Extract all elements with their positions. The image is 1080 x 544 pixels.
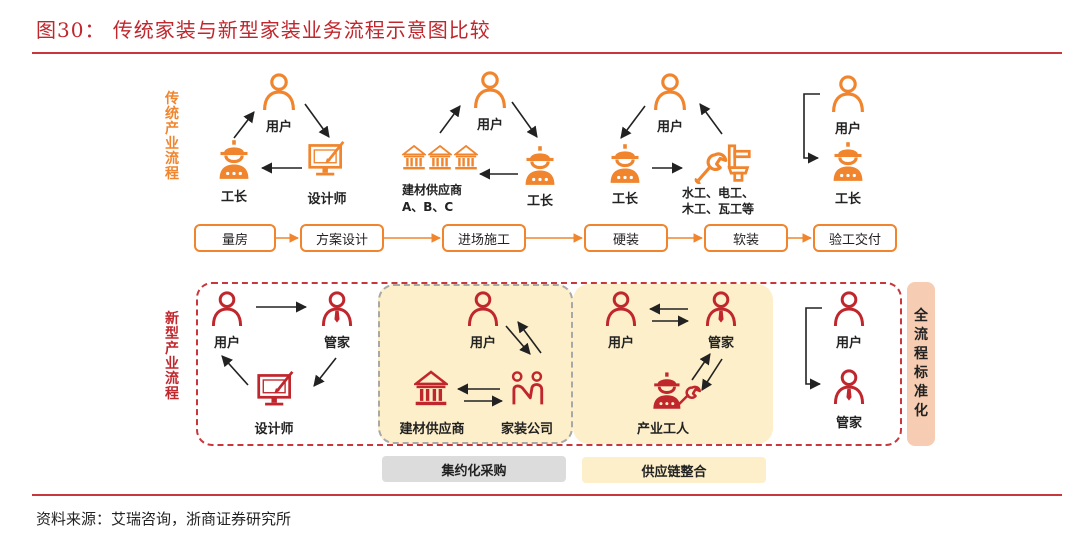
label-char: 准 xyxy=(914,384,928,400)
flow-arrow xyxy=(699,103,723,135)
label-char: 新 xyxy=(165,311,179,327)
supply-chain-integration-tag: 供应链整合 xyxy=(582,457,766,483)
node-label: 管家 xyxy=(707,336,734,351)
full-process-standardization-label: 全 流 程 标 准 化 xyxy=(907,282,935,446)
step-box: 硬装 xyxy=(584,224,668,252)
flow-arrow xyxy=(304,103,330,138)
node-label: 工长 xyxy=(611,192,638,207)
flow-arrow xyxy=(803,93,820,164)
flow-arrow xyxy=(505,325,531,355)
step-box: 软装 xyxy=(704,224,788,252)
label-char: 流 xyxy=(165,151,179,167)
modern-flow-container xyxy=(196,282,902,446)
label-char: 化 xyxy=(914,403,928,419)
label-char: 型 xyxy=(165,326,179,342)
flow-arrow xyxy=(517,321,542,354)
node-label: 用户 xyxy=(834,122,861,137)
node-label: 家装公司 xyxy=(500,422,553,437)
node-label: 管家 xyxy=(323,336,350,351)
step-box: 验工交付 xyxy=(813,224,897,252)
node-label: 用户 xyxy=(476,118,503,133)
centralized-procurement-tag: 集约化采购 xyxy=(382,456,566,482)
node-label: 用户 xyxy=(213,336,240,351)
label-char: 传 xyxy=(165,91,179,107)
flow-arrow xyxy=(313,357,337,387)
label-char: 业 xyxy=(165,356,179,372)
label-char: 统 xyxy=(165,106,179,122)
node-label: 管家 xyxy=(835,416,862,431)
node-sublabel: 木工、瓦工等 xyxy=(682,202,755,216)
label-char: 流 xyxy=(914,327,928,343)
label-char: 标 xyxy=(914,365,928,381)
node-label: 用户 xyxy=(607,336,634,351)
flow-arrow xyxy=(620,105,646,139)
step-box: 进场施工 xyxy=(442,224,526,252)
figure-title: 图30： 传统家装与新型家装业务流程示意图比较 xyxy=(36,18,491,42)
title-rule xyxy=(32,52,1062,54)
label-char: 流 xyxy=(165,371,179,387)
node-label: 工长 xyxy=(526,194,553,209)
label-char: 产 xyxy=(165,121,179,137)
node-label: 产业工人 xyxy=(636,422,689,437)
label-char: 产 xyxy=(165,341,179,357)
flow-arrow xyxy=(701,358,723,391)
node-sublabel: A、B、C xyxy=(402,200,454,214)
source-rule xyxy=(32,494,1062,496)
label-char: 程 xyxy=(914,346,928,362)
node-label: 建材供应商 xyxy=(402,183,463,197)
traditional-flow-label: 传 统 产 业 流 程 xyxy=(164,92,180,182)
node-label: 水工、电工、 xyxy=(682,186,755,200)
node-label: 用户 xyxy=(469,336,496,351)
flow-arrow xyxy=(805,307,822,390)
flow-arrow xyxy=(511,101,538,138)
node-label: 工长 xyxy=(220,190,247,205)
label-char: 程 xyxy=(165,386,179,402)
node-label: 设计师 xyxy=(254,422,294,437)
step-box: 方案设计 xyxy=(300,224,384,252)
node-label: 用户 xyxy=(835,336,862,351)
flow-arrow xyxy=(439,105,461,134)
label-char: 全 xyxy=(914,308,928,324)
node-label: 用户 xyxy=(265,120,292,135)
supply-chain-panel xyxy=(573,284,773,444)
flow-arrow xyxy=(691,353,711,381)
node-label: 用户 xyxy=(656,120,683,135)
label-char: 业 xyxy=(165,136,179,152)
node-label: 工长 xyxy=(834,192,861,207)
modern-flow-label: 新 型 产 业 流 程 xyxy=(164,312,180,402)
node-label: 建材供应商 xyxy=(399,422,465,437)
flow-arrow xyxy=(221,355,249,386)
node-label: 设计师 xyxy=(307,192,347,207)
label-char: 程 xyxy=(165,166,179,182)
source-note: 资料来源：艾瑞咨询，浙商证券研究所 xyxy=(36,510,292,528)
flow-arrow xyxy=(233,111,255,139)
step-box: 量房 xyxy=(194,224,276,252)
